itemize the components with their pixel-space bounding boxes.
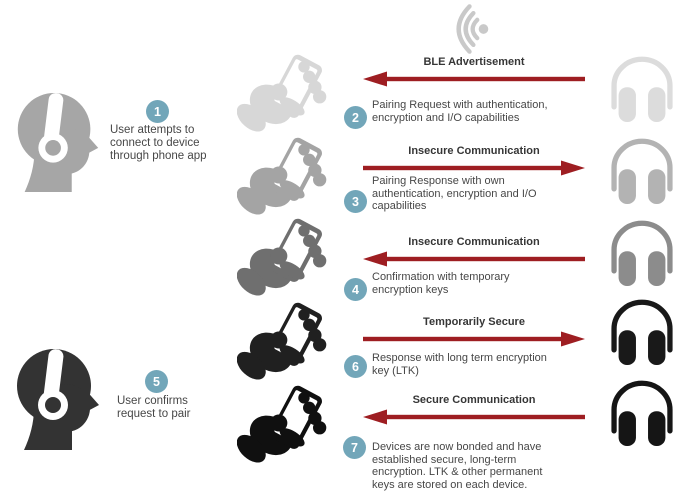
step-7-description: Devices are now bonded and have establis…	[372, 441, 543, 491]
temporarily-secure-arrow: Temporarily Secure	[362, 316, 586, 348]
step-badge-7: 7	[343, 436, 366, 459]
step-number: 5	[153, 374, 160, 389]
step-number: 2	[352, 110, 359, 125]
step-badge-2: 2	[344, 106, 367, 129]
step-badge-1: 1	[146, 100, 169, 123]
headphones-icon	[604, 297, 680, 368]
hand-holding-phone-icon	[237, 300, 332, 380]
step-badge-3: 3	[344, 190, 367, 213]
step-badge-6: 6	[344, 355, 367, 378]
user-wearing-headphones-icon-dark	[16, 345, 100, 451]
ble-broadcast-icon	[444, 2, 496, 56]
arrow-label: Insecure Communication	[408, 236, 540, 248]
arrow-label: Insecure Communication	[408, 145, 540, 157]
red-arrow-icon	[362, 330, 586, 348]
step-number: 7	[351, 440, 358, 455]
hand-holding-phone-icon	[237, 135, 332, 215]
headphones-icon	[604, 218, 680, 289]
ble-advertisement-arrow: BLE Advertisement	[362, 56, 586, 88]
secure-communication-arrow: Secure Communication	[362, 394, 586, 426]
hand-holding-phone-icon	[237, 383, 332, 463]
step-3-description: Pairing Response with own authentication…	[372, 175, 537, 213]
arrow-label: BLE Advertisement	[423, 56, 525, 68]
red-arrow-icon	[362, 70, 586, 88]
headphones-icon	[604, 136, 680, 207]
step-badge-5: 5	[145, 370, 168, 393]
step-6-description: Response with long term encryption key (…	[372, 352, 547, 377]
step-number: 1	[154, 104, 161, 119]
step-4-description: Confirmation with temporary encryption k…	[372, 271, 510, 296]
headphones-icon	[604, 378, 680, 449]
headphones-icon	[604, 54, 680, 125]
step-2-description: Pairing Request with authentication, enc…	[372, 99, 548, 124]
step-1-text: User attempts to connect to device throu…	[110, 124, 207, 163]
step-badge-4: 4	[344, 278, 367, 301]
hand-holding-phone-icon	[237, 52, 332, 132]
insecure-communication-arrow: Insecure Communication	[362, 145, 586, 177]
red-arrow-icon	[362, 250, 586, 268]
step-number: 4	[352, 282, 359, 297]
step-5-text: User confirms request to pair	[117, 395, 191, 421]
step-number: 6	[352, 359, 359, 374]
arrow-label: Temporarily Secure	[423, 316, 525, 328]
arrow-label: Secure Communication	[412, 394, 536, 406]
red-arrow-icon	[362, 408, 586, 426]
hand-holding-phone-icon	[237, 216, 332, 296]
step-number: 3	[352, 194, 359, 209]
insecure-communication-arrow-2: Insecure Communication	[362, 236, 586, 268]
user-wearing-headphones-icon	[16, 90, 100, 192]
